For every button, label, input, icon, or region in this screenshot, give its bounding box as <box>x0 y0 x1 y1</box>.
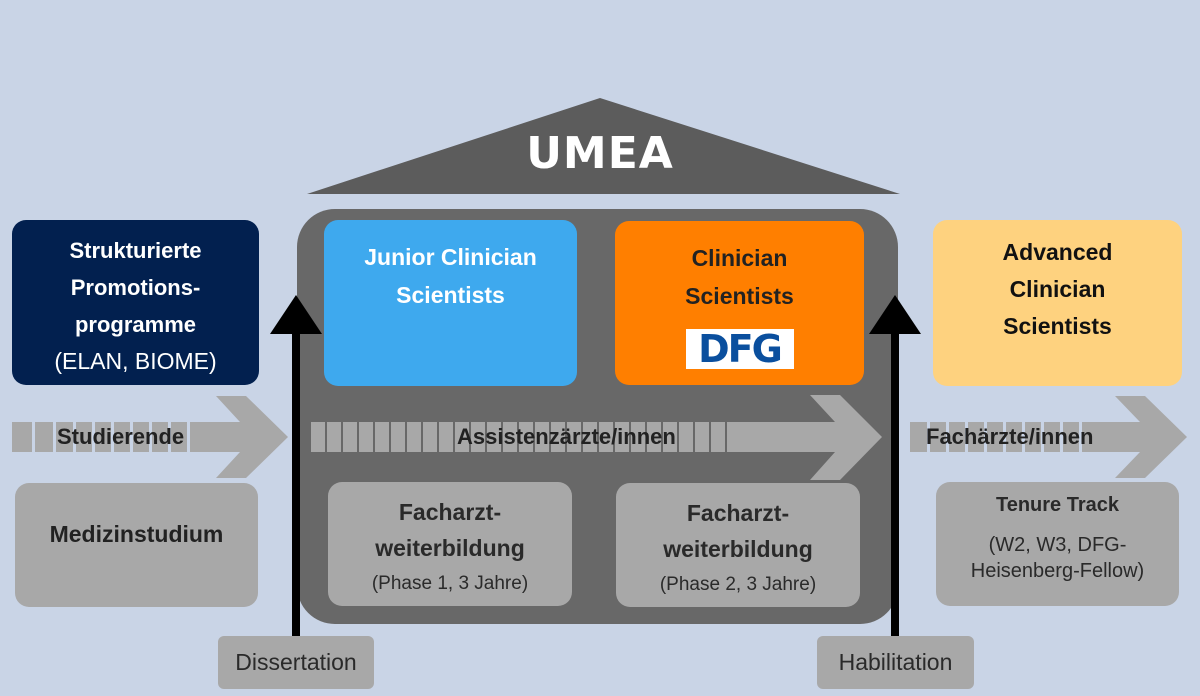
promotion-line2: Promotions- <box>70 275 201 300</box>
dfg-logo-text: DFG <box>698 327 783 371</box>
arrow-segment <box>551 422 565 452</box>
junior-line2: Scientists <box>396 282 505 308</box>
arrow-head <box>727 395 882 480</box>
fachaerzte-arrow <box>910 396 1187 478</box>
phase1-line3: (Phase 1, 3 Jahre) <box>371 573 529 594</box>
arrow-segment <box>343 422 357 452</box>
arrow-segment <box>599 422 613 452</box>
arrow-segment <box>487 422 501 452</box>
arrow-segment <box>327 422 341 452</box>
arrow-segment <box>519 422 533 452</box>
promotion-line1: Strukturierte <box>69 238 202 263</box>
advanced-clinician-box: Advanced Clinician Scientists <box>933 220 1182 386</box>
phase2-line1: Facharzt- <box>686 500 790 526</box>
promotion-line4: (ELAN, BIOME) <box>54 348 217 374</box>
advanced-line3: Scientists <box>1003 313 1112 339</box>
arrow-segment <box>695 422 709 452</box>
arrow-segment <box>471 422 485 452</box>
umea-title: UMEA <box>526 128 674 179</box>
arrow-segment <box>663 422 677 452</box>
dfg-logo: DFG <box>685 327 794 371</box>
studierende-label: Studierende <box>57 424 185 449</box>
dissertation-label: Dissertation <box>235 649 357 675</box>
arrow-segment <box>423 422 437 452</box>
phase2-line2: weiterbildung <box>663 536 813 562</box>
arrow-segment <box>567 422 581 452</box>
fachaerzte-label: Fachärzte/innen <box>926 424 1094 449</box>
arrow-segment <box>455 422 469 452</box>
arrow-segment <box>439 422 453 452</box>
tenure-track-box: Tenure Track (W2, W3, DFG- Heisenberg-Fe… <box>936 482 1179 606</box>
clinician-line2: Scientists <box>685 283 794 309</box>
arrow-segment <box>359 422 373 452</box>
phase2-box: Facharzt- weiterbildung (Phase 2, 3 Jahr… <box>616 483 860 607</box>
habilitation-label: Habilitation <box>838 649 953 675</box>
arrow-segment <box>615 422 629 452</box>
arrow-segment <box>631 422 645 452</box>
junior-line1: Junior Clinician <box>364 244 537 270</box>
arrow-segment <box>503 422 517 452</box>
habilitation-up-arrow <box>869 295 921 636</box>
umea-roof <box>307 98 900 194</box>
medizinstudium-title: Medizinstudium <box>49 521 224 547</box>
phase2-line3: (Phase 2, 3 Jahre) <box>659 574 817 595</box>
arrow-segment <box>711 422 725 452</box>
dissertation-tag: Dissertation <box>218 636 374 689</box>
promotion-programs-box: Strukturierte Promotions- programme (ELA… <box>12 220 259 385</box>
arrow-segment <box>535 422 549 452</box>
studierende-arrow <box>12 396 288 478</box>
medizinstudium-box: Medizinstudium <box>15 483 258 607</box>
assistenzaerzte-arrow <box>311 395 882 480</box>
tenure-line2: Heisenberg-Fellow) <box>970 560 1145 582</box>
arrow-segment <box>583 422 597 452</box>
arrow-segment <box>311 422 325 452</box>
clinician-line1: Clinician <box>691 245 788 271</box>
tenure-title: Tenure Track <box>995 494 1120 516</box>
advanced-line2: Clinician <box>1009 276 1106 302</box>
tenure-line1: (W2, W3, DFG- <box>988 534 1127 556</box>
clinician-scientists-box: Clinician Scientists DFG <box>615 221 864 385</box>
phase1-line1: Facharzt- <box>398 499 502 525</box>
arrow-segment <box>407 422 421 452</box>
dissertation-up-arrow <box>270 295 322 636</box>
phase1-line2: weiterbildung <box>375 535 525 561</box>
arrow-segment <box>647 422 661 452</box>
assistenzaerzte-label: Assistenzärzte/innen <box>457 424 676 449</box>
phase1-box: Facharzt- weiterbildung (Phase 1, 3 Jahr… <box>328 482 572 606</box>
advanced-line1: Advanced <box>1002 239 1113 265</box>
junior-clinician-box: Junior Clinician Scientists <box>324 220 577 386</box>
promotion-line3: programme <box>74 312 197 337</box>
arrow-segment <box>391 422 405 452</box>
arrow-segment <box>679 422 693 452</box>
habilitation-tag: Habilitation <box>817 636 974 689</box>
arrow-segment <box>375 422 389 452</box>
